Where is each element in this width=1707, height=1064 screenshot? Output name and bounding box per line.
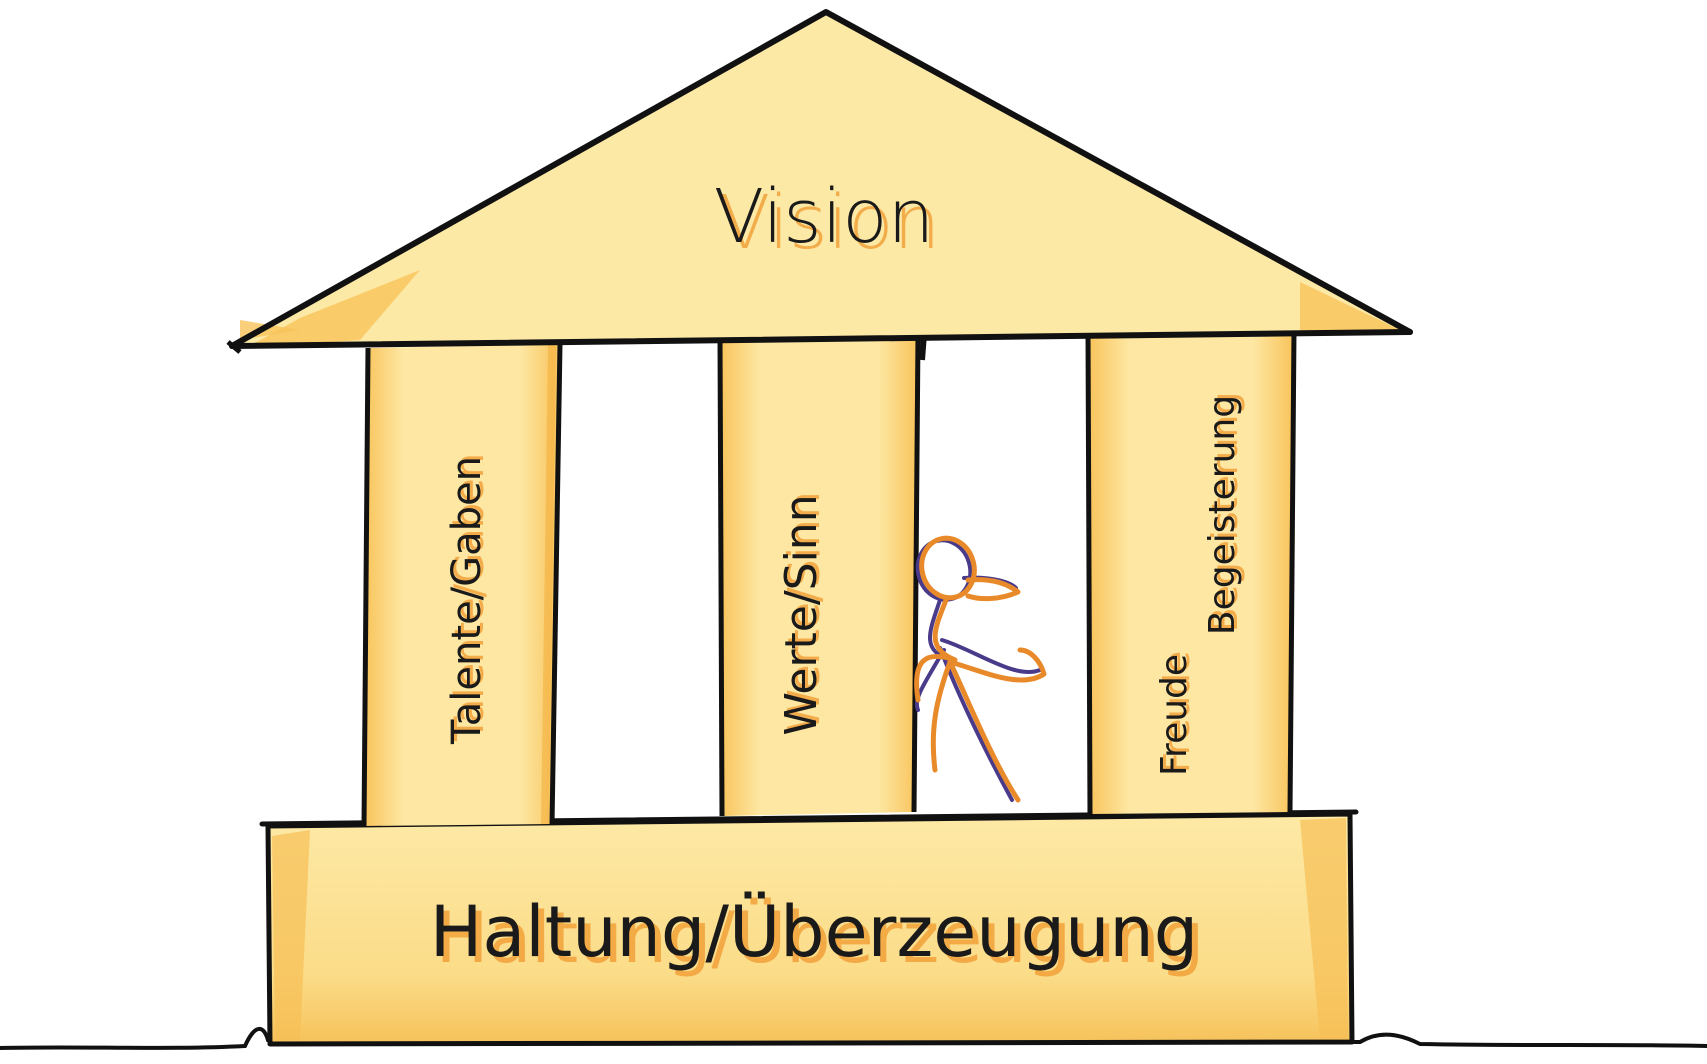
base-block — [259, 809, 1359, 1047]
svg-text:Freude: Freude — [1154, 654, 1195, 776]
pillar-3-label-line2: Freude Freude — [1154, 651, 1198, 776]
pillar-1 — [361, 343, 563, 827]
svg-text:Freude: Freude — [1157, 651, 1198, 773]
svg-text:Talente/Gaben: Talente/Gaben — [444, 456, 490, 745]
roof-label: Vision Vision — [714, 174, 941, 266]
svg-text:Werte/Sinn: Werte/Sinn — [779, 491, 830, 732]
stick-figure-icon — [914, 535, 1047, 803]
svg-text:Begeisterung: Begeisterung — [1202, 395, 1243, 635]
svg-text:Haltung/Überzeugung: Haltung/Überzeugung — [430, 891, 1198, 973]
svg-text:Werte/Sinn: Werte/Sinn — [776, 494, 827, 735]
pillar-1-label: Talente/Gaben Talente/Gaben — [444, 453, 493, 745]
svg-text:Begeisterung: Begeisterung — [1205, 392, 1246, 632]
pillar-2-label: Werte/Sinn Werte/Sinn — [776, 491, 830, 735]
svg-text:Haltung/Überzeugung: Haltung/Überzeugung — [436, 897, 1204, 979]
svg-text:Vision: Vision — [720, 180, 941, 266]
pillar-3-label-line1: Begeisterung Begeisterung — [1202, 392, 1246, 635]
base-label: Haltung/Überzeugung Haltung/Überzeugung — [430, 891, 1204, 979]
pillar-3 — [1085, 329, 1297, 815]
svg-text:Vision: Vision — [714, 174, 935, 260]
pillar-2 — [717, 333, 927, 817]
roof-pediment — [226, 9, 1413, 354]
ground-line — [0, 1026, 1707, 1050]
svg-text:Talente/Gaben: Talente/Gaben — [447, 453, 493, 742]
